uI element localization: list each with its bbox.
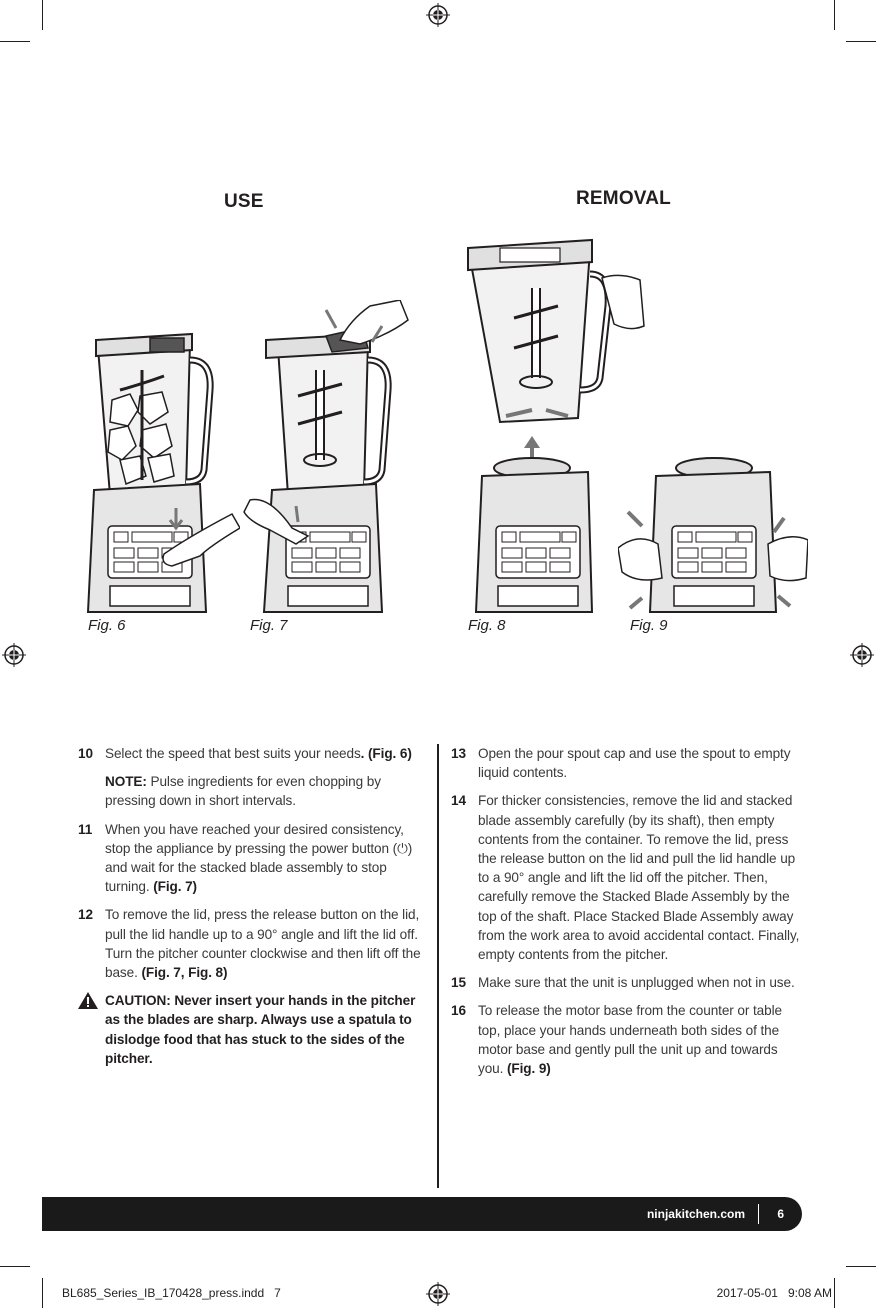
removal-heading: REMOVAL bbox=[576, 188, 671, 209]
crop-mark bbox=[846, 41, 876, 42]
step-15: 15 Make sure that the unit is unplugged … bbox=[451, 973, 806, 992]
step-number: 14 bbox=[451, 793, 466, 809]
step-number: 16 bbox=[451, 1003, 466, 1019]
registration-mark-icon bbox=[426, 1282, 450, 1306]
caution-text: CAUTION: Never insert your hands in the … bbox=[105, 993, 416, 1066]
step-11: 11 When you have reached your desired co… bbox=[78, 820, 428, 897]
page-number: 6 bbox=[777, 1207, 784, 1221]
footer-website: ninjakitchen.com bbox=[646, 1207, 745, 1221]
crop-mark bbox=[42, 0, 43, 30]
fig6-caption: Fig. 6 bbox=[88, 617, 126, 634]
crop-mark bbox=[834, 1278, 835, 1308]
note: NOTE: Pulse ingredients for even choppin… bbox=[78, 772, 428, 810]
step-13: 13 Open the pour spout cap and use the s… bbox=[451, 744, 806, 782]
step-number: 15 bbox=[451, 975, 466, 991]
figure-reference: (Fig. 9) bbox=[506, 1061, 551, 1077]
fig7-caption: Fig. 7 bbox=[250, 617, 288, 634]
crop-mark bbox=[834, 0, 835, 30]
left-column: 10 Select the speed that best suits your… bbox=[78, 744, 428, 1068]
note-label: NOTE: bbox=[105, 774, 147, 790]
warning-triangle-icon bbox=[78, 992, 98, 1010]
fig6-blender-illustration bbox=[86, 332, 240, 613]
slug-filename: BL685_Series_IB_170428_press.indd 7 bbox=[62, 1286, 281, 1300]
step-10: 10 Select the speed that best suits your… bbox=[78, 744, 428, 763]
step-12: 12 To remove the lid, press the release … bbox=[78, 905, 428, 982]
caution-warning: CAUTION: Never insert your hands in the … bbox=[78, 991, 428, 1068]
footer-bar: ninjakitchen.com 6 bbox=[42, 1197, 802, 1231]
step-number: 13 bbox=[451, 746, 466, 761]
fig8-pitcher-removal-illustration bbox=[467, 238, 645, 613]
figure-reference: . (Fig. 6) bbox=[360, 746, 412, 761]
step-text: Select the speed that best suits your ne… bbox=[105, 746, 361, 761]
column-divider bbox=[437, 744, 439, 1188]
registration-mark-icon bbox=[2, 643, 26, 667]
registration-mark-icon bbox=[850, 643, 874, 667]
crop-mark bbox=[42, 1278, 43, 1308]
step-text: To release the motor base from the count… bbox=[478, 1003, 782, 1077]
fig9-base-removal-illustration bbox=[618, 457, 808, 613]
step-text: Make sure that the unit is unplugged whe… bbox=[478, 975, 795, 991]
crop-mark bbox=[846, 1266, 876, 1267]
note-text: Pulse ingredients for even chopping by p… bbox=[105, 774, 381, 809]
step-text: Open the pour spout cap and use the spou… bbox=[478, 746, 791, 781]
step-14: 14 For thicker consistencies, remove the… bbox=[451, 791, 806, 964]
fig7-blender-illustration bbox=[243, 300, 409, 613]
fig9-caption: Fig. 9 bbox=[630, 617, 668, 634]
footer-separator bbox=[758, 1204, 759, 1224]
crop-mark bbox=[0, 1266, 30, 1267]
figure-reference: (Fig. 7, Fig. 8) bbox=[141, 965, 228, 981]
step-text: For thicker consistencies, remove the li… bbox=[478, 793, 800, 963]
crop-mark bbox=[0, 41, 30, 42]
use-heading: USE bbox=[224, 191, 264, 212]
step-16: 16 To release the motor base from the co… bbox=[451, 1001, 806, 1078]
figure-reference: (Fig. 7) bbox=[153, 879, 197, 895]
right-column: 13 Open the pour spout cap and use the s… bbox=[451, 744, 806, 1087]
step-number: 10 bbox=[78, 746, 93, 761]
fig8-caption: Fig. 8 bbox=[468, 617, 506, 634]
registration-mark-icon bbox=[426, 3, 450, 27]
slug-timestamp: 2017-05-01 9:08 AM bbox=[716, 1286, 832, 1300]
step-text: To remove the lid, press the release but… bbox=[105, 907, 421, 981]
step-text: When you have reached your desired consi… bbox=[105, 821, 413, 895]
step-number: 11 bbox=[78, 821, 93, 837]
step-number: 12 bbox=[78, 907, 93, 923]
